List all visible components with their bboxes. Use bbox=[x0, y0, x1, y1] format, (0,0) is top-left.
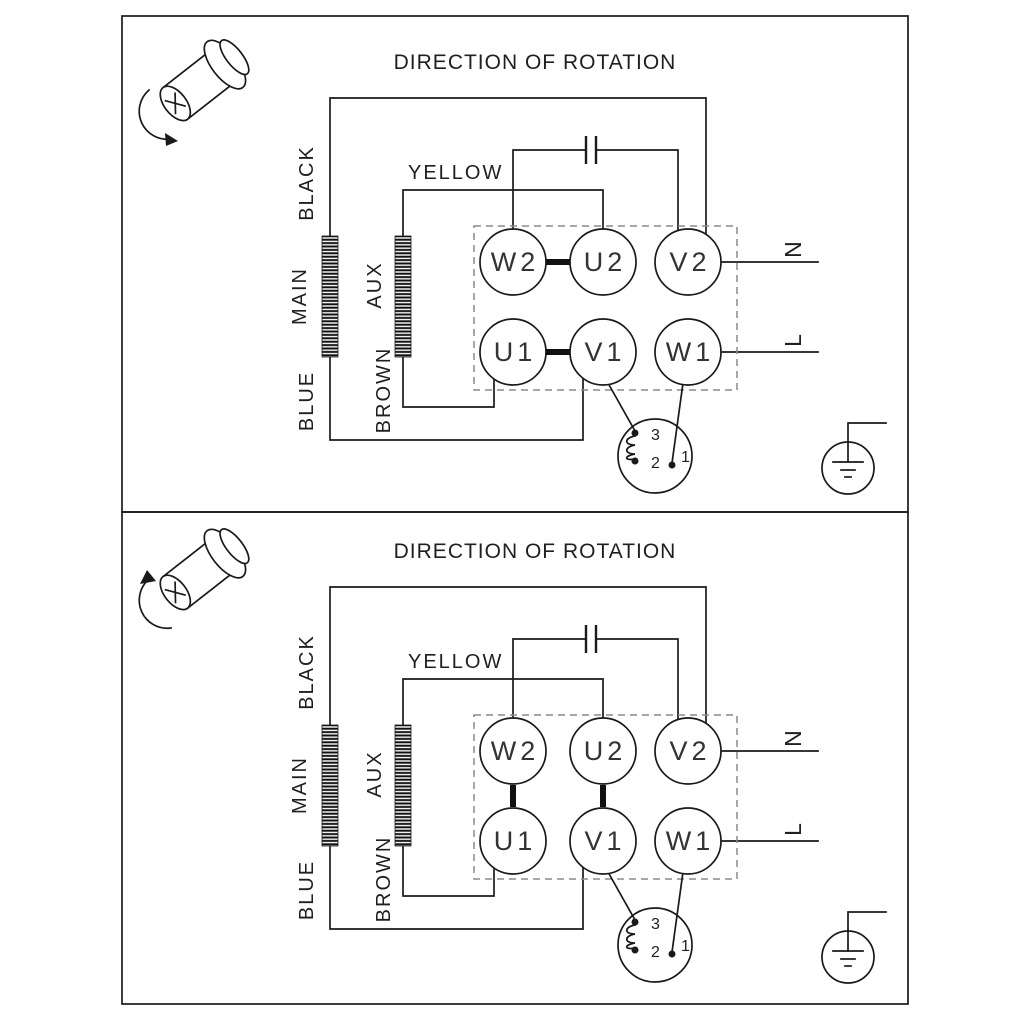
yellow-wire-label: YELLOW bbox=[408, 162, 503, 184]
terminal-v1 bbox=[569, 807, 637, 875]
terminal-v2 bbox=[654, 228, 722, 296]
panel-2-border bbox=[121, 511, 909, 1005]
thermal-bimetal-coil bbox=[625, 924, 636, 950]
capacitor bbox=[512, 136, 679, 232]
panel-title: DIRECTION OF ROTATION bbox=[394, 540, 677, 563]
thermal-wire-from-v1 bbox=[606, 870, 637, 922]
terminal-v1-label: V1 bbox=[584, 337, 625, 367]
blue-wire-label: BLUE bbox=[296, 371, 318, 431]
terminal-w1 bbox=[654, 807, 722, 875]
ground-symbol bbox=[821, 911, 887, 984]
thermal-label-3: 3 bbox=[651, 427, 660, 444]
thermal-wire-from-w1 bbox=[671, 382, 684, 464]
motor-cap bbox=[219, 528, 250, 565]
motor-icon bbox=[138, 39, 250, 146]
thermal-wire-from-v1 bbox=[606, 381, 637, 433]
terminal-w2-label: W2 bbox=[491, 736, 540, 766]
panel-title: DIRECTION OF ROTATION bbox=[394, 51, 677, 74]
blue-wire-label: BLUE bbox=[296, 860, 318, 920]
thermal-switch: 3 2 1 bbox=[617, 907, 693, 983]
thermal-contact-2 bbox=[631, 457, 639, 465]
thermal-label-3: 3 bbox=[651, 916, 660, 933]
thermal-bimetal-coil bbox=[625, 435, 636, 461]
main-winding-coil bbox=[321, 724, 339, 847]
brown-wire-label: BROWN bbox=[373, 347, 395, 434]
yellow-wire bbox=[402, 189, 604, 238]
motor-cap bbox=[219, 39, 250, 76]
line-label: L bbox=[780, 822, 806, 836]
rotation-arrowhead bbox=[165, 133, 178, 146]
terminal-v2 bbox=[654, 717, 722, 785]
panel-rotation-1: DIRECTION OF ROTATION BLACK YELLOW bbox=[138, 39, 887, 495]
yellow-wire-label: YELLOW bbox=[408, 651, 503, 673]
thermal-label-1: 1 bbox=[681, 449, 690, 466]
capacitor bbox=[512, 625, 679, 721]
terminal-w2-label: W2 bbox=[491, 247, 540, 277]
rotation-arrow-icon bbox=[138, 88, 172, 141]
neutral-label: N bbox=[780, 729, 806, 747]
thermal-contact-1 bbox=[668, 950, 676, 958]
main-winding-label: MAIN bbox=[289, 756, 311, 814]
terminal-v2-label: V2 bbox=[669, 736, 710, 766]
terminal-u2-label: U2 bbox=[584, 736, 627, 766]
black-wire-label: BLACK bbox=[296, 634, 318, 710]
terminal-v1-label: V1 bbox=[584, 826, 625, 856]
black-wire bbox=[329, 586, 707, 727]
terminal-u2 bbox=[569, 717, 637, 785]
brown-wire bbox=[402, 845, 495, 897]
terminal-u1-label: U1 bbox=[494, 337, 537, 367]
thermal-contact-3 bbox=[631, 429, 639, 437]
panel-rotation-2: DIRECTION OF ROTATION BLACK YELLOW bbox=[138, 528, 887, 984]
main-winding-coil bbox=[321, 235, 339, 358]
terminal-w2 bbox=[479, 717, 547, 785]
neutral-label: N bbox=[780, 240, 806, 258]
thermal-contact-2 bbox=[631, 946, 639, 954]
terminal-v2-label: V2 bbox=[669, 247, 710, 277]
blue-wire bbox=[329, 845, 584, 930]
aux-winding-label: AUX bbox=[364, 750, 386, 797]
aux-winding-coil bbox=[394, 724, 412, 847]
aux-winding-label: AUX bbox=[364, 261, 386, 308]
black-wire bbox=[329, 97, 707, 238]
thermal-label-1: 1 bbox=[681, 938, 690, 955]
terminal-w1 bbox=[654, 318, 722, 386]
line-label: L bbox=[780, 333, 806, 347]
terminal-u1-label: U1 bbox=[494, 826, 537, 856]
rotation-arrow-icon bbox=[138, 577, 172, 630]
thermal-contact-3 bbox=[631, 918, 639, 926]
thermal-contact-1 bbox=[668, 461, 676, 469]
brown-wire bbox=[402, 356, 495, 408]
yellow-wire bbox=[402, 678, 604, 727]
thermal-label-2: 2 bbox=[651, 944, 660, 961]
thermal-wire-from-w1 bbox=[671, 871, 684, 953]
main-winding-label: MAIN bbox=[289, 267, 311, 325]
terminal-u2-label: U2 bbox=[584, 247, 627, 277]
brown-wire-label: BROWN bbox=[373, 836, 395, 923]
terminal-u1 bbox=[479, 807, 547, 875]
blue-wire bbox=[329, 356, 584, 441]
terminal-w1-label: W1 bbox=[666, 826, 715, 856]
terminal-board-outline bbox=[473, 714, 738, 880]
ground-symbol bbox=[821, 422, 887, 495]
terminal-w1-label: W1 bbox=[666, 337, 715, 367]
rotation-arrowhead bbox=[140, 570, 156, 584]
terminal-board-outline bbox=[473, 225, 738, 391]
thermal-switch: 3 2 1 bbox=[617, 418, 693, 494]
aux-winding-coil bbox=[394, 235, 412, 358]
motor-icon bbox=[138, 528, 250, 630]
thermal-label-2: 2 bbox=[651, 455, 660, 472]
black-wire-label: BLACK bbox=[296, 145, 318, 221]
